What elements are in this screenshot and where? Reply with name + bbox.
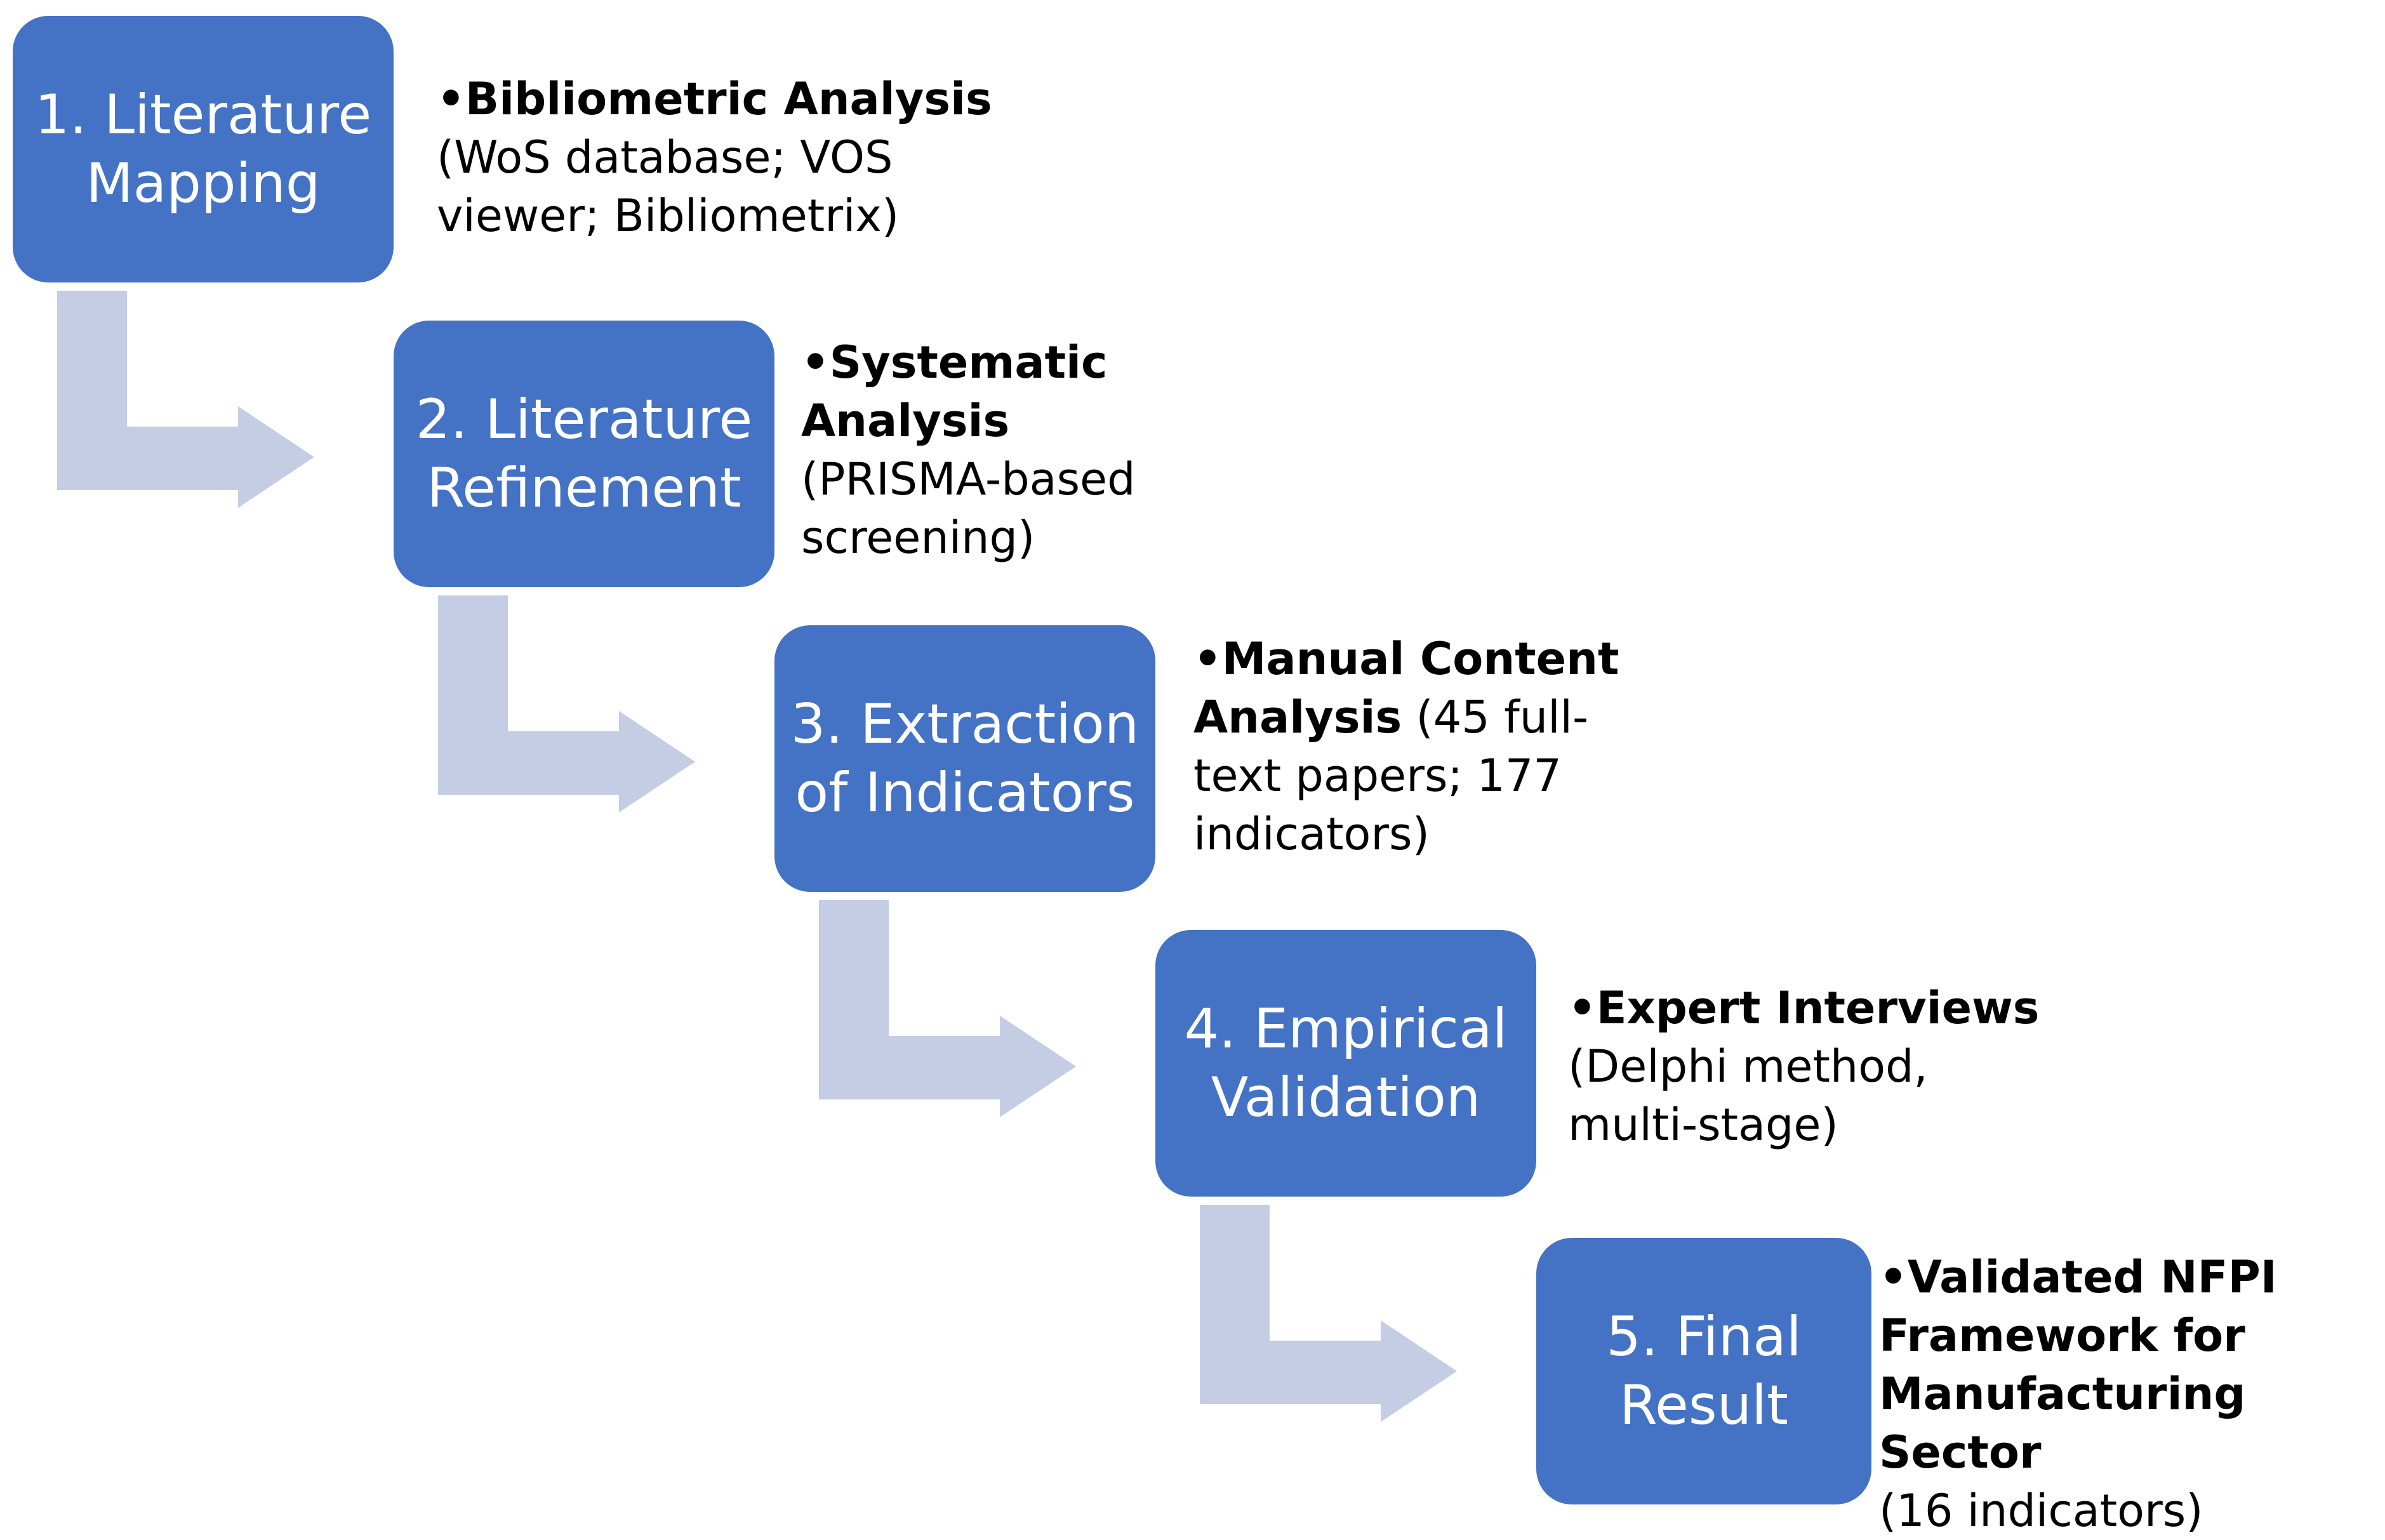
note-heading: •Expert Interviews xyxy=(1568,982,2040,1034)
note-heading: •Bibliometric Analysis xyxy=(437,73,992,125)
step-note-5: •Validated NFPI Framework for Manufactur… xyxy=(1879,1248,2385,1540)
note-detail: (PRISMA-based screening) xyxy=(801,453,1136,564)
note-heading: •Systematic Analysis xyxy=(801,336,1108,447)
step-label: 3. Extraction of Indicators xyxy=(790,693,1139,825)
note-detail: (Delphi method, multi-stage) xyxy=(1568,1040,1928,1151)
note-detail: (45 full- text papers; 177 indicators) xyxy=(1193,691,1589,860)
arrow-2-to-3 xyxy=(438,595,695,813)
arrow-4-to-5 xyxy=(1200,1205,1457,1422)
step-note-1: •Bibliometric Analysis (WoS database; VO… xyxy=(437,70,992,245)
step-note-4: •Expert Interviews (Delphi method, multi… xyxy=(1568,979,2039,1154)
step-box-literature-mapping: 1. Literature Mapping xyxy=(13,16,394,282)
step-label: 2. Literature Refinement xyxy=(415,388,753,520)
arrow-1-to-2 xyxy=(57,291,314,508)
step-label: 4. Empirical Validation xyxy=(1184,997,1508,1129)
step-box-final-result: 5. Final Result xyxy=(1536,1238,1871,1504)
step-box-empirical-validation: 4. Empirical Validation xyxy=(1155,930,1536,1197)
step-box-extraction-of-indicators: 3. Extraction of Indicators xyxy=(774,625,1155,892)
step-label: 1. Literature Mapping xyxy=(34,83,372,215)
step-note-2: •Systematic Analysis (PRISMA-based scree… xyxy=(801,333,1136,567)
note-heading: •Validated NFPI Framework for Manufactur… xyxy=(1879,1251,2277,1478)
note-detail: (16 indicators) xyxy=(1879,1485,2203,1537)
step-note-3: •Manual Content Analysis (45 full- text … xyxy=(1193,630,1619,863)
step-box-literature-refinement: 2. Literature Refinement xyxy=(394,321,774,587)
arrow-3-to-4 xyxy=(819,900,1076,1117)
note-detail: (WoS database; VOS viewer; Bibliometrix) xyxy=(437,131,900,242)
step-label: 5. Final Result xyxy=(1606,1305,1802,1437)
note-heading: •Manual Content Analysis xyxy=(1193,633,1619,743)
